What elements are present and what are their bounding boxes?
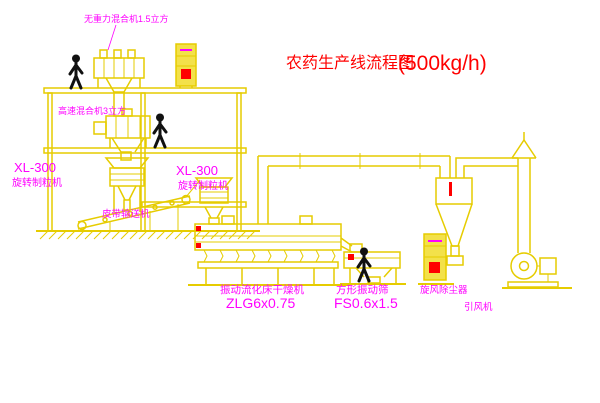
mixer-feed-port	[127, 49, 136, 59]
granulator-right	[194, 177, 234, 225]
column-right	[236, 92, 242, 232]
granulator-body	[109, 167, 145, 187]
cabinet-panel-lines	[176, 55, 196, 67]
conveyor-roller	[102, 216, 108, 223]
screen-body	[343, 251, 401, 269]
mixer-discharge-cone	[105, 77, 133, 93]
label-gravity-mixer: 无重力混合机1.5立方	[84, 13, 169, 24]
mixer-down-pipe	[120, 151, 132, 161]
dryer-base-frame	[197, 261, 339, 269]
mixer-inlet-port	[121, 108, 133, 117]
exhaust-stack-fan	[502, 132, 572, 289]
label-dryer-model: ZLG6x0.75	[226, 295, 295, 311]
duct-flanges	[299, 153, 421, 169]
fan-scroll	[510, 252, 538, 280]
person-figure-top-floor	[68, 54, 84, 90]
mixer-body-ribs	[115, 116, 141, 138]
conveyor-roller	[169, 200, 175, 206]
mixer-motor	[93, 121, 107, 135]
vibrating-screen	[340, 243, 406, 285]
duct-riser-from-dryer	[257, 156, 269, 224]
fan-motor	[539, 257, 557, 275]
conveyor-roller	[127, 210, 133, 217]
granulator-discharge-cone	[117, 185, 137, 201]
cabinet-red-indicator	[429, 262, 440, 273]
building-structure	[36, 87, 260, 240]
conveyor-supports	[109, 204, 179, 231]
cyclone-separator	[435, 157, 518, 266]
granulator-flanges	[110, 173, 144, 181]
control-cabinet-top	[175, 43, 197, 88]
dryer-top-port	[299, 215, 313, 225]
floor-beam-partial	[141, 201, 247, 208]
fluid-bed-dryer	[188, 215, 353, 286]
label-dryer-name: 振动流化床干燥机	[220, 283, 304, 296]
dryer-deck-lines	[195, 235, 341, 243]
mixer-feed-port	[99, 49, 108, 59]
conveyor-roller	[152, 204, 158, 210]
fan-base	[507, 281, 559, 288]
stack-body	[517, 158, 531, 253]
dryer-top-port	[221, 215, 235, 225]
label-cyclone: 旋风除尘器	[420, 284, 468, 296]
dryer-springs	[203, 249, 336, 263]
cyclone-rotary-valve	[446, 255, 464, 266]
dryer-body	[194, 223, 342, 251]
mixer-legs	[109, 138, 147, 148]
control-cabinet-right	[418, 233, 454, 285]
mixer-legs	[97, 78, 141, 88]
cabinet-legs	[179, 86, 193, 88]
granulator-flanges	[200, 191, 228, 199]
label-granulator-right-model: XL-300	[176, 163, 218, 178]
mixer-body	[93, 57, 145, 79]
stack-rain-cap	[511, 138, 537, 159]
conveyor-head-pulley	[181, 194, 191, 205]
diagram-title-capacity: (500kg/h)	[398, 52, 487, 75]
high-speed-mixer	[93, 108, 151, 161]
granulator-dryer-inlet	[208, 217, 220, 225]
diagram-title: 农药生产线流程图	[286, 54, 414, 72]
gravity-mixer	[93, 49, 145, 117]
cabinet-panel-lines	[424, 245, 446, 258]
mixer-discharge-cone	[111, 137, 145, 153]
screen-legs	[349, 268, 397, 283]
label-granulator-right-name: 旋转制粒机	[178, 179, 228, 192]
exhaust-duct	[257, 153, 451, 224]
cyclone-dust-outlet	[450, 245, 460, 257]
dryer-legs	[205, 268, 335, 284]
duct-drop-to-cyclone	[439, 156, 451, 178]
conveyor-tail-pulley	[77, 220, 87, 231]
leader-line-gravity-mixer	[107, 24, 117, 51]
cyclone-outlet-duct	[455, 157, 518, 178]
label-high-speed-mixer: 高速混合机3立方	[58, 105, 126, 116]
label-fan: 引风机	[464, 301, 493, 313]
fan-hub	[518, 260, 530, 272]
duct-horizontal-run	[258, 155, 450, 167]
cyclone-barrel	[435, 177, 473, 205]
dryer-red-indicator	[196, 243, 201, 248]
conveyor-discharge-chute	[185, 179, 201, 198]
belt-conveyor	[77, 179, 201, 231]
label-granulator-left-model: XL-300	[14, 160, 56, 175]
granulator-discharge-cone	[204, 206, 224, 219]
label-belt-conveyor: 皮带输送机	[102, 208, 150, 220]
granulator-body	[199, 186, 229, 204]
label-screen-name: 方形振动筛	[336, 283, 389, 296]
cabinet-red-indicator	[181, 69, 191, 79]
screen-red-indicator	[348, 254, 354, 260]
label-granulator-left-name: 旋转制粒机	[12, 176, 62, 189]
fan-shaft-support	[537, 265, 549, 282]
label-screen-model: FS0.6x1.5	[334, 295, 398, 311]
ground-hatching	[39, 230, 256, 240]
mixer-feed-port	[113, 49, 122, 59]
dryer-red-indicator	[196, 226, 201, 231]
person-figure-second-floor	[152, 113, 168, 149]
mixer-body-ribs	[103, 58, 135, 78]
cyclone-red-mark	[449, 182, 452, 196]
